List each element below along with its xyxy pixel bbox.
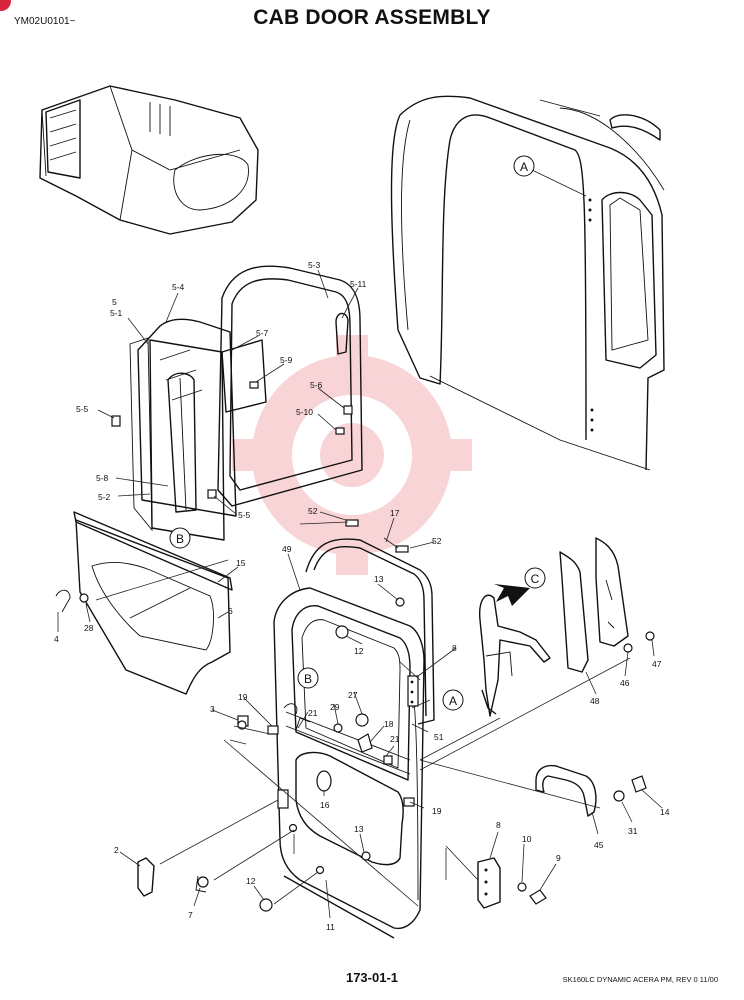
callout-b: [169, 527, 319, 689]
part-label: 15: [236, 558, 246, 568]
part-label: 19: [432, 806, 442, 816]
cab-frame: [390, 95, 665, 471]
part-label: 5-7: [256, 328, 269, 338]
part-label: 5-4: [172, 282, 185, 292]
callout-label-a: A: [520, 160, 528, 174]
callout-label-c: C: [531, 572, 540, 586]
assembly-guide-lines: [95, 521, 631, 907]
machine-thumbnail: [39, 85, 259, 235]
part-label: 31: [628, 826, 638, 836]
door-assembly: [267, 519, 435, 939]
part-label: 47: [652, 659, 662, 669]
part-label: 14: [660, 807, 670, 817]
part-label: 46: [620, 678, 630, 688]
part-label: 48: [590, 696, 600, 706]
part-label: 10: [522, 834, 532, 844]
page-title: CAB DOOR ASSEMBLY: [253, 6, 491, 29]
part-label: 13: [374, 574, 384, 584]
part-label: 4: [54, 634, 59, 644]
part-label: 19: [238, 692, 248, 702]
part-label: 5-5: [76, 404, 89, 414]
part-label: 51: [434, 732, 444, 742]
page-number: 173-01-1: [345, 970, 399, 985]
part-label: 2: [114, 845, 119, 855]
model-revision: SK160LC DYNAMIC ACERA PM, REV 0 11/00: [562, 975, 718, 984]
part-label: 16: [320, 800, 330, 810]
part-label: 5-6: [310, 380, 323, 390]
part-label: 21: [390, 734, 400, 744]
part-label: 13: [354, 824, 364, 834]
part-label: 8: [452, 643, 457, 653]
part-number-labels: 5 5-1 5-2 5-3 5-4 5-5 5-5 5-6 5-7 5-8 5-…: [54, 260, 670, 932]
part-label: 11: [326, 922, 335, 932]
part-label: 5-3: [308, 260, 321, 270]
part-label: 29: [330, 702, 340, 712]
corner-marker: [0, 0, 11, 11]
part-label: 8: [496, 820, 501, 830]
part-label: 18: [384, 719, 394, 729]
part-label: 5-9: [280, 355, 293, 365]
label-leaders: [57, 269, 663, 919]
callout-label-a: A: [449, 694, 457, 708]
part-label: 3: [210, 704, 215, 714]
part-label: 17: [390, 508, 400, 518]
callout-label-b: B: [304, 672, 312, 686]
part-label: 5-10: [296, 407, 313, 417]
arrow-icon: [494, 584, 530, 606]
part-label: 45: [594, 840, 604, 850]
part-label: 5-8: [96, 473, 109, 483]
door-hardware: [137, 537, 655, 912]
part-label: 5-1: [110, 308, 123, 318]
part-label: 49: [282, 544, 292, 554]
part-label: 7: [188, 910, 193, 920]
part-label: 27: [348, 690, 358, 700]
part-label: 12: [354, 646, 364, 656]
part-label: 9: [556, 853, 561, 863]
document-code: YM02U0101~: [14, 16, 76, 27]
callout-c: [524, 567, 546, 589]
part-label: 5-5: [238, 510, 251, 520]
window-glass-set: [111, 265, 363, 541]
part-label: 52: [432, 536, 442, 546]
part-label: 12: [246, 876, 256, 886]
part-label: 28: [84, 623, 94, 633]
callout-a: [442, 155, 535, 711]
part-label: 5-11: [350, 279, 367, 289]
part-label: 21: [308, 708, 318, 718]
part-label: 6: [228, 606, 233, 616]
part-label: 5-2: [98, 492, 111, 502]
part-label: 5: [112, 297, 117, 307]
part-label: 52: [308, 506, 318, 516]
lower-glass-panel: [55, 511, 233, 695]
callout-label-b: B: [176, 532, 184, 546]
